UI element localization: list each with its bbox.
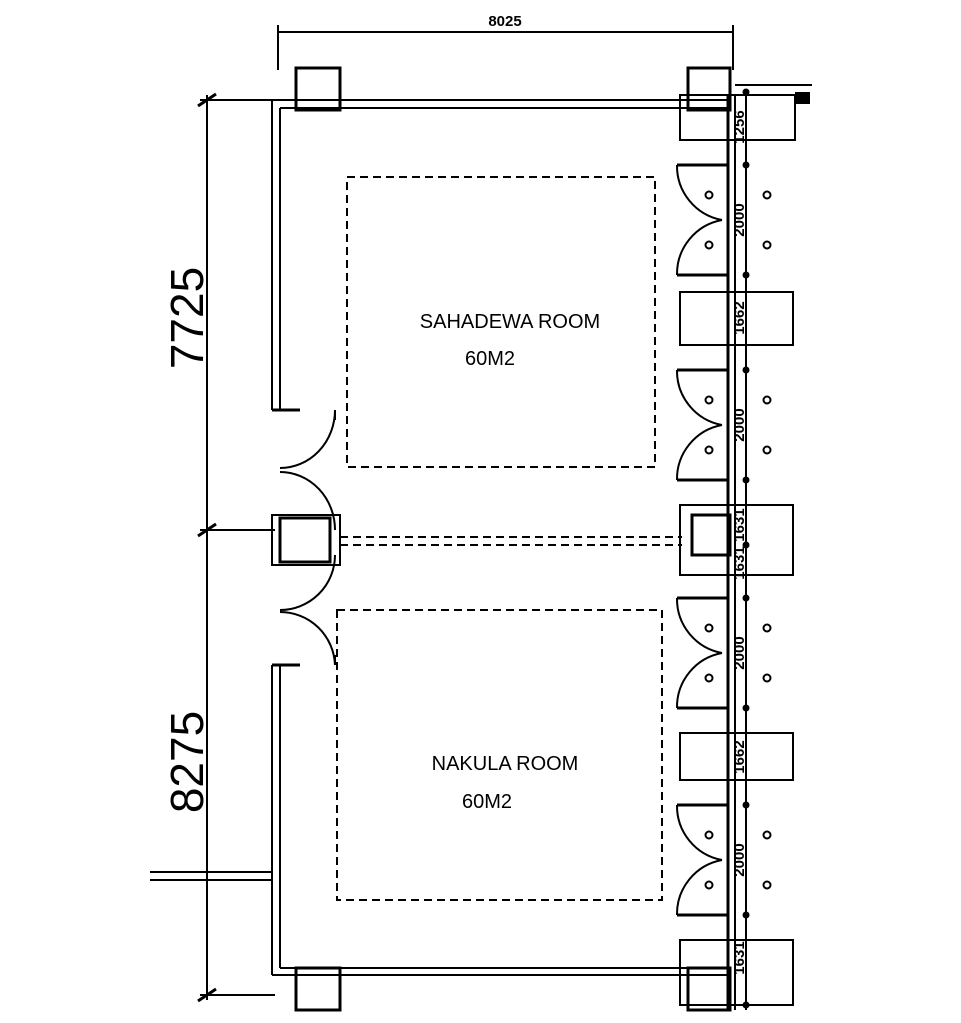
hinge-mark	[762, 240, 772, 250]
room-area: 60M2	[465, 348, 515, 370]
double-door[interactable]	[675, 163, 772, 277]
double-door[interactable]	[675, 803, 772, 917]
walls	[150, 84, 812, 1010]
double-door[interactable]	[675, 596, 772, 710]
hinge-mark	[704, 190, 714, 200]
hinge-mark	[704, 240, 714, 250]
room-name: NAKULA ROOM	[432, 753, 579, 775]
room-area: 60M2	[462, 791, 512, 813]
hinge-mark	[704, 830, 714, 840]
hinge-mark	[762, 623, 772, 633]
hinge-mark	[704, 880, 714, 890]
dim-width-label: 8025	[488, 13, 521, 30]
dim-upper-label: 7725	[161, 267, 213, 369]
right-dim-label: 1662	[731, 301, 748, 334]
left-doors[interactable]	[279, 409, 336, 666]
right-doors[interactable]	[675, 163, 772, 917]
right-dim-label: 2000	[731, 203, 748, 236]
left-dimension: 7725 8275	[161, 92, 275, 1003]
right-dim-label: 2000	[731, 843, 748, 876]
room-nakula: NAKULA ROOM 60M2	[336, 609, 663, 901]
right-dim-label: 2000	[731, 636, 748, 669]
hinge-mark	[704, 445, 714, 455]
hinge-mark	[762, 190, 772, 200]
double-door[interactable]	[675, 368, 772, 482]
right-cabinets	[679, 94, 796, 1006]
right-dim-label: 1631	[731, 941, 748, 974]
right-dim-label: 1662	[731, 740, 748, 773]
hinge-mark	[704, 395, 714, 405]
room-name: SAHADEWA ROOM	[420, 311, 600, 333]
columns	[271, 66, 732, 1012]
hinge-mark	[704, 623, 714, 633]
hinge-mark	[762, 395, 772, 405]
hinge-mark	[704, 673, 714, 683]
hinge-mark	[762, 673, 772, 683]
right-dim-label: 1631	[731, 546, 748, 579]
dim-lower-label: 8275	[161, 711, 213, 813]
hinge-mark	[762, 880, 772, 890]
right-dim-label: 1631	[731, 508, 748, 541]
hinge-mark	[762, 830, 772, 840]
right-dim-label: 2000	[731, 408, 748, 441]
hinge-mark	[762, 445, 772, 455]
right-dim-label: 1256	[731, 110, 748, 143]
room-sahadewa: SAHADEWA ROOM 60M2	[346, 176, 656, 468]
top-dimension: 8025	[277, 13, 734, 70]
right-dimensions: 1256 2000 1662 2000 1631 1631 2000 1662 2000 1631	[731, 88, 750, 1009]
